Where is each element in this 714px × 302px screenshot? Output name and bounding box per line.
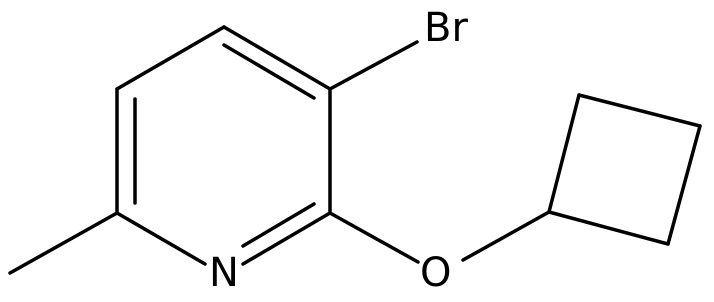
bond-c2-o bbox=[328, 211, 420, 264]
bond-c3-br bbox=[328, 40, 419, 91]
bond-cb1-cb2 bbox=[547, 93, 581, 214]
cyclobutane-ring bbox=[547, 93, 702, 246]
atom-label-nitrogen: N bbox=[209, 250, 239, 296]
bond-c4-c5 bbox=[115, 25, 226, 91]
bond-n1-c2-inner bbox=[241, 202, 316, 248]
atom-label-oxygen: O bbox=[420, 250, 451, 296]
atom-label-bromine: Br bbox=[424, 5, 468, 51]
bond-cb2-cb3 bbox=[577, 93, 702, 128]
pyridine-ring bbox=[115, 25, 332, 266]
bond-c3-c4 bbox=[222, 25, 332, 91]
bond-c6-n1 bbox=[115, 211, 207, 266]
bond-cb3-cb4 bbox=[666, 124, 702, 246]
bond-c3-c4-inner bbox=[222, 43, 316, 100]
bond-o-cyclobutyl bbox=[461, 210, 551, 262]
bond-n1-c2 bbox=[241, 211, 332, 266]
bond-cb4-cb1 bbox=[547, 210, 670, 246]
bond-methyl bbox=[8, 211, 119, 275]
